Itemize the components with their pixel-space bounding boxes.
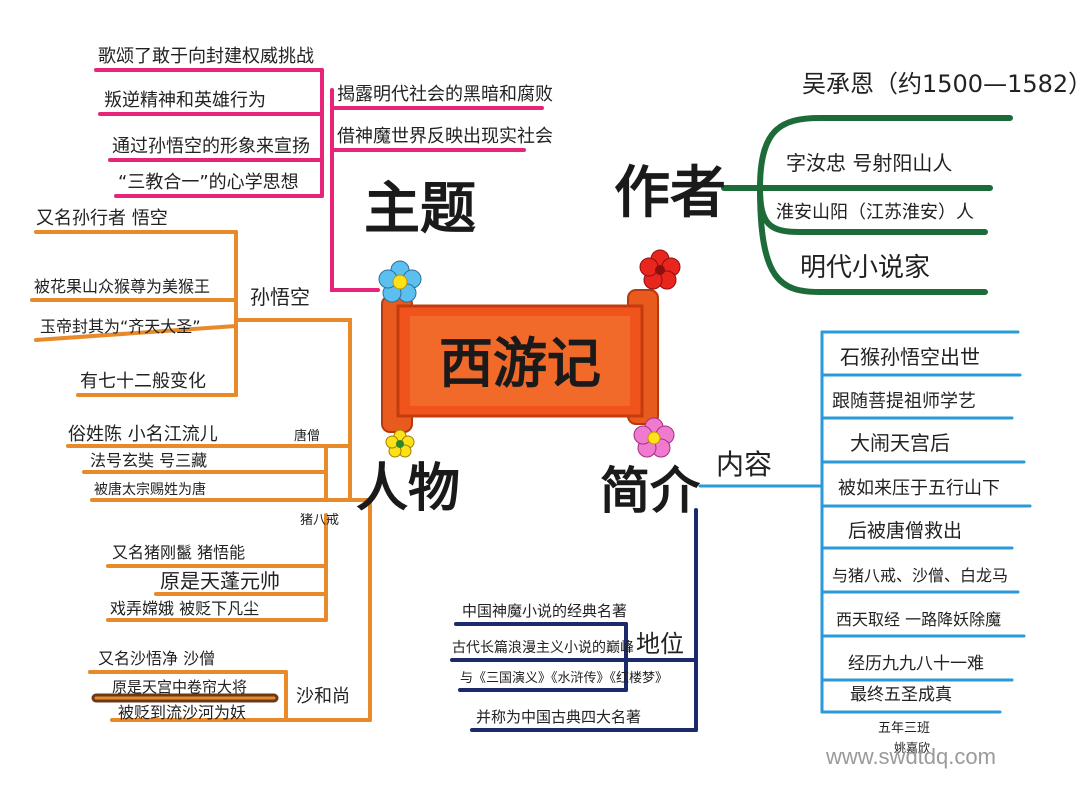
intro-content-8: 经历九九八十一难 (848, 654, 984, 674)
intro-content-7: 西天取经 一路降妖除魔 (836, 610, 1001, 629)
character-tang-item-3: 被唐太宗赐姓为唐 (94, 481, 206, 498)
central-title: 西游记 (439, 331, 601, 395)
flower-pink-icon (633, 417, 675, 458)
signature-class: 五年三班 (878, 721, 930, 736)
character-zhu-item-1: 又名猪刚鬣 猪悟能 (112, 543, 245, 562)
intro-content-4: 被如来压于五行山下 (838, 478, 1000, 499)
intro-title: 简介 (600, 461, 701, 520)
author-detail-3: 明代小说家 (800, 253, 930, 283)
character-name-tang: 唐僧 (294, 428, 320, 444)
flower-blue-icon (378, 260, 422, 303)
theme-praise-2: 叛逆精神和英雄行为 (104, 90, 266, 111)
character-sun-item-2: 被花果山众猴尊为美猴王 (34, 277, 210, 296)
character-sun-item-1: 又名孙行者 悟空 (36, 208, 168, 229)
character-tang-item-1: 俗姓陈 小名江流儿 (68, 424, 218, 445)
theme-reveal-2: 借神魔世界反映出现实社会 (337, 126, 553, 147)
intro-status-3: 与《三国演义》《水浒传》《红楼梦》 (460, 670, 668, 686)
character-sha-item-1: 又名沙悟净 沙僧 (98, 649, 215, 668)
character-name-zhu: 猪八戒 (300, 513, 339, 528)
author-branch (721, 115, 1013, 295)
intro-content-branch (698, 330, 1032, 714)
character-sun-item-3: 玉帝封其为“齐天大圣” (40, 317, 201, 336)
intro-content-9: 最终五圣成真 (850, 685, 952, 705)
theme-praise-4: “三教合一”的心学思想 (118, 172, 299, 193)
intro-content-5: 后被唐僧救出 (848, 520, 962, 542)
character-name-sun: 孙悟空 (250, 285, 310, 309)
watermark: www.swdtdq.com (825, 744, 996, 769)
theme-praise-1: 歌颂了敢于向封建权威挑战 (98, 46, 314, 67)
character-sun-item-4: 有七十二般变化 (80, 371, 206, 392)
theme-title: 主题 (364, 176, 476, 242)
characters-branch (30, 230, 372, 722)
author-title: 作者 (614, 160, 726, 226)
character-sha-item-3: 被贬到流沙河为妖 (118, 703, 246, 722)
intro-status-2: 古代长篇浪漫主义小说的巅峰 (452, 640, 634, 656)
character-zhu-item-3: 戏弄嫦娥 被贬下凡尘 (110, 599, 259, 618)
theme-branch (94, 68, 544, 292)
character-zhu-item-2: 原是天蓬元帅 (160, 569, 280, 593)
intro-content-2: 跟随菩提祖师学艺 (832, 391, 976, 412)
intro-content-3: 大闹天宫后 (850, 431, 950, 455)
author-detail-1: 字汝忠 号射阳山人 (786, 151, 952, 175)
flower-yellow-icon (385, 429, 415, 458)
characters-title: 人物 (356, 458, 460, 519)
intro-status-branch (450, 508, 698, 732)
intro-content-label: 内容 (716, 448, 772, 481)
central-scroll: 西游记 (381, 289, 659, 433)
signature-name: 姚嘉欣 (894, 741, 930, 755)
theme-reveal-1: 揭露明代社会的黑暗和腐败 (337, 84, 553, 105)
author-detail-2: 淮安山阳（江苏淮安）人 (776, 202, 974, 223)
character-sha-item-2: 原是天宫中卷帘大将 (112, 678, 247, 696)
flower-red-icon (639, 249, 681, 290)
intro-content-6: 与猪八戒、沙僧、白龙马 (832, 566, 1008, 585)
character-name-sha: 沙和尚 (296, 686, 350, 707)
intro-status-1: 中国神魔小说的经典名著 (462, 602, 627, 620)
author-name: 吴承恩（约1500—1582） (802, 70, 1080, 98)
theme-praise-3: 通过孙悟空的形象来宣扬 (112, 136, 310, 157)
intro-status-label: 地位 (636, 630, 684, 658)
character-tang-item-2: 法号玄奘 号三藏 (90, 451, 207, 470)
intro-status-4: 并称为中国古典四大名著 (476, 708, 641, 726)
intro-content-1: 石猴孙悟空出世 (840, 345, 980, 369)
